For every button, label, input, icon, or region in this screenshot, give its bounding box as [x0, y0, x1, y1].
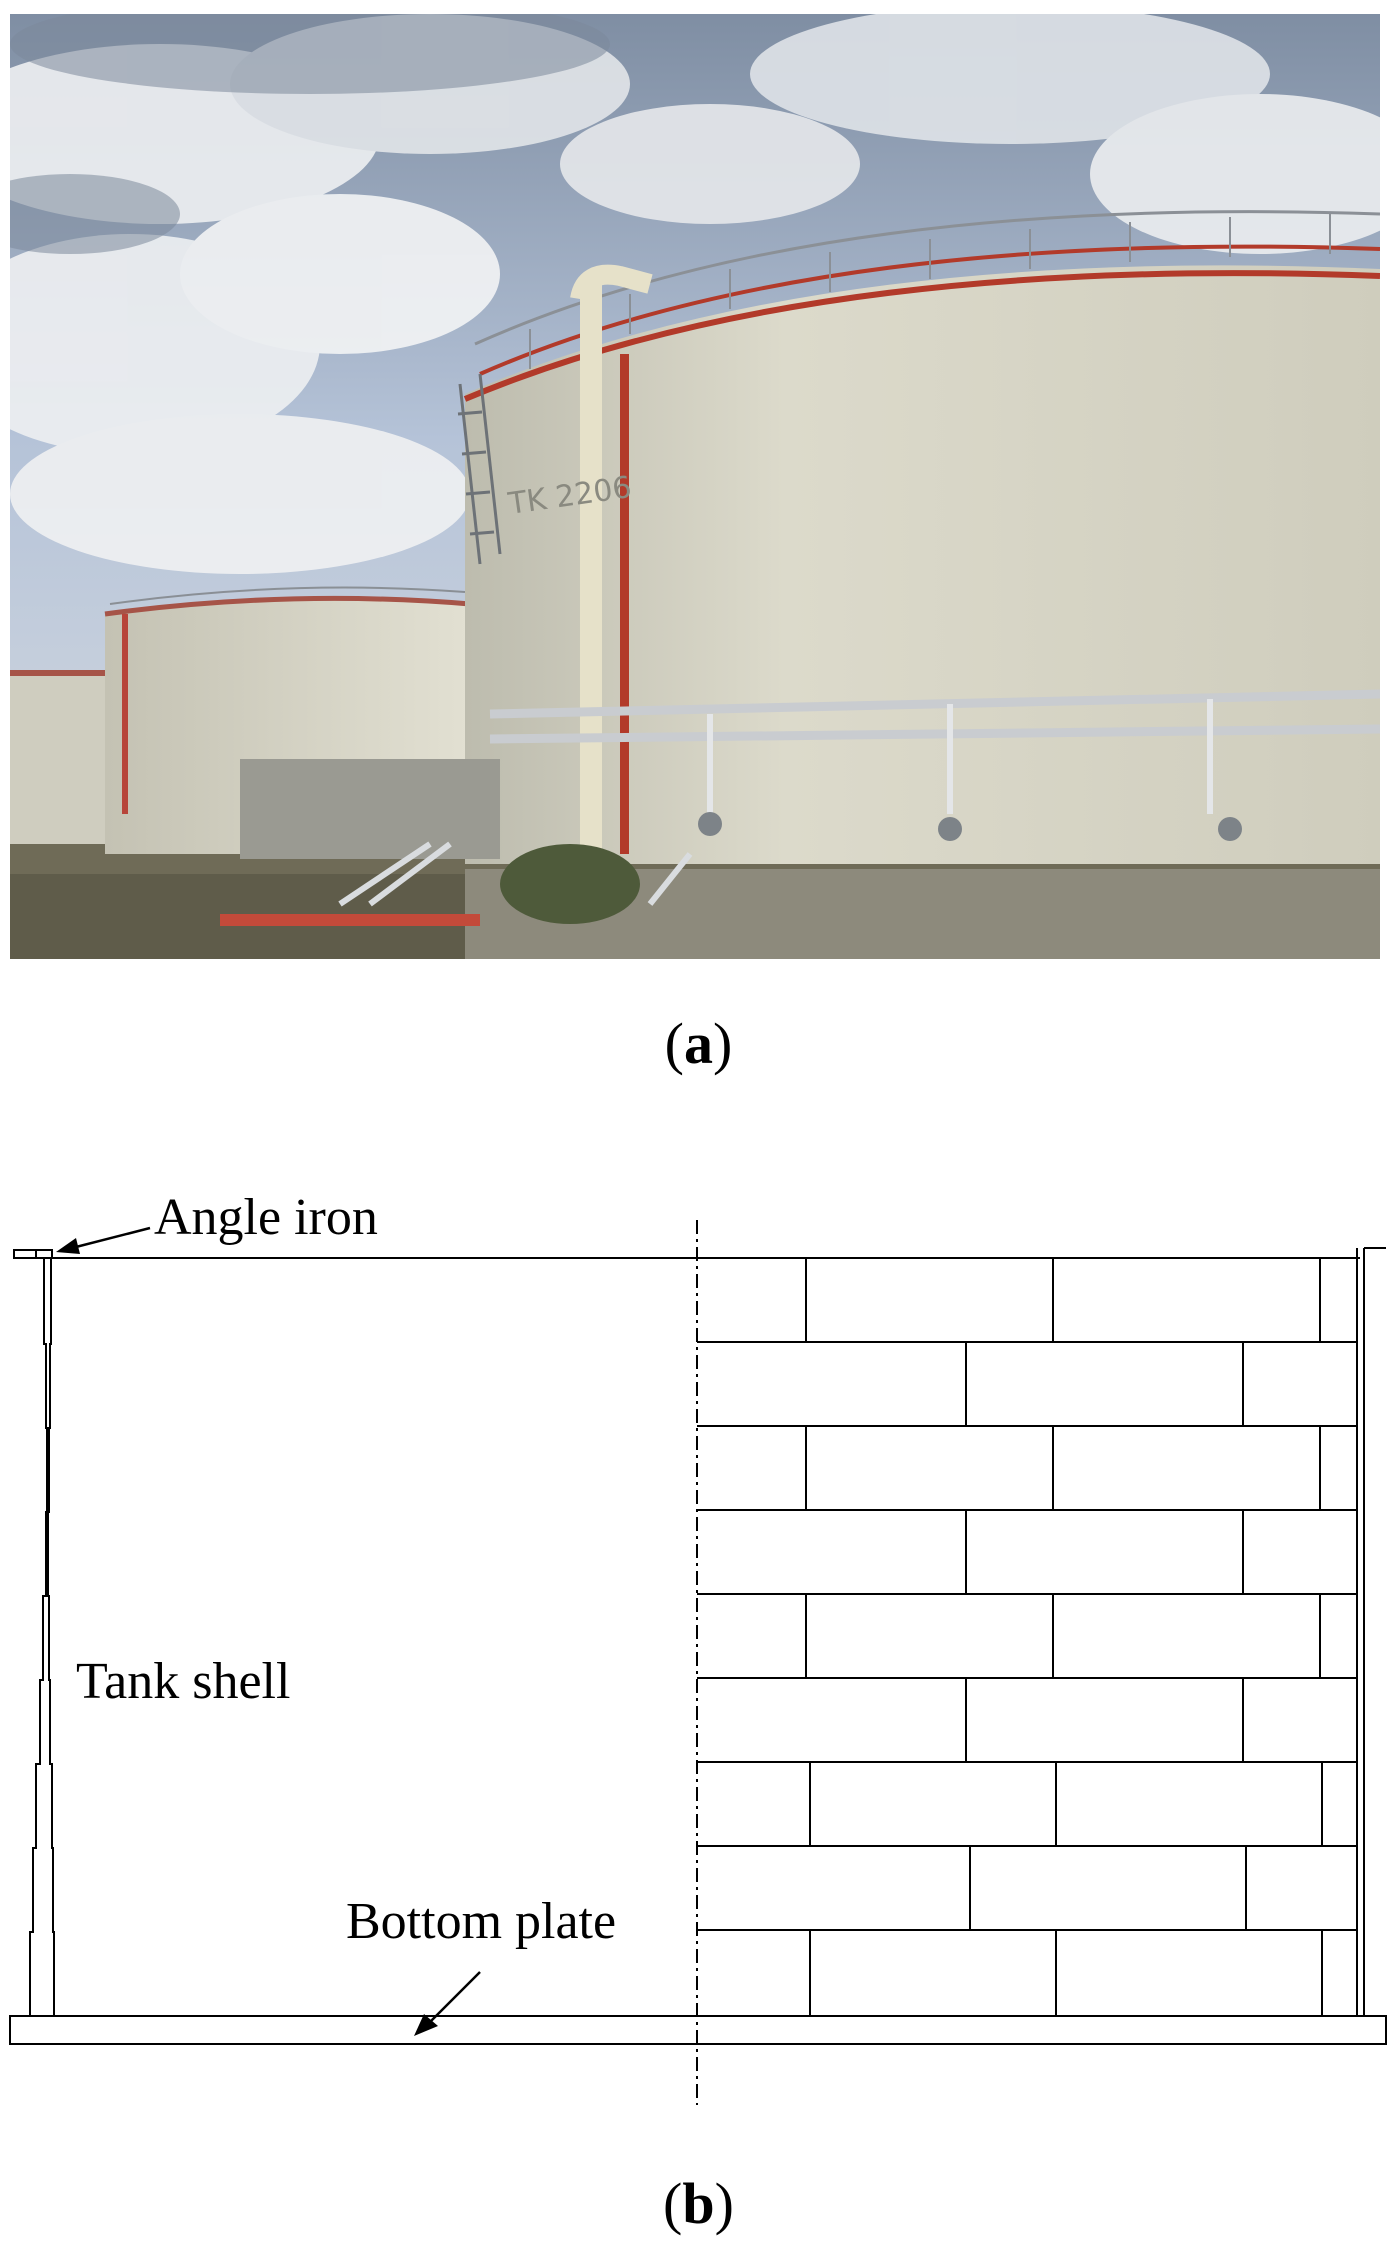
tank-shell-shape	[29, 1258, 55, 2016]
bottom-plate-label: Bottom plate	[346, 1893, 616, 1950]
bottom-plate-arrow	[414, 1971, 481, 2036]
caption-a: (a)	[664, 1011, 733, 1076]
far-tank	[10, 674, 120, 844]
tank-structure-diagram: Angle iron Tank shell Bottom plate	[9, 1189, 1387, 2105]
shell-plate-courses	[697, 1258, 1357, 2016]
main-tank: TK 2206	[457, 210, 1380, 959]
tank-shell-label: Tank shell	[76, 1653, 290, 1710]
angle-iron-shape	[13, 1249, 53, 1259]
caption-b: (b)	[663, 2171, 734, 2236]
angle-iron-arrow	[56, 1226, 151, 1254]
angle-iron-label: Angle iron	[154, 1189, 378, 1246]
tank-photograph: TK 2206	[10, 14, 1380, 959]
